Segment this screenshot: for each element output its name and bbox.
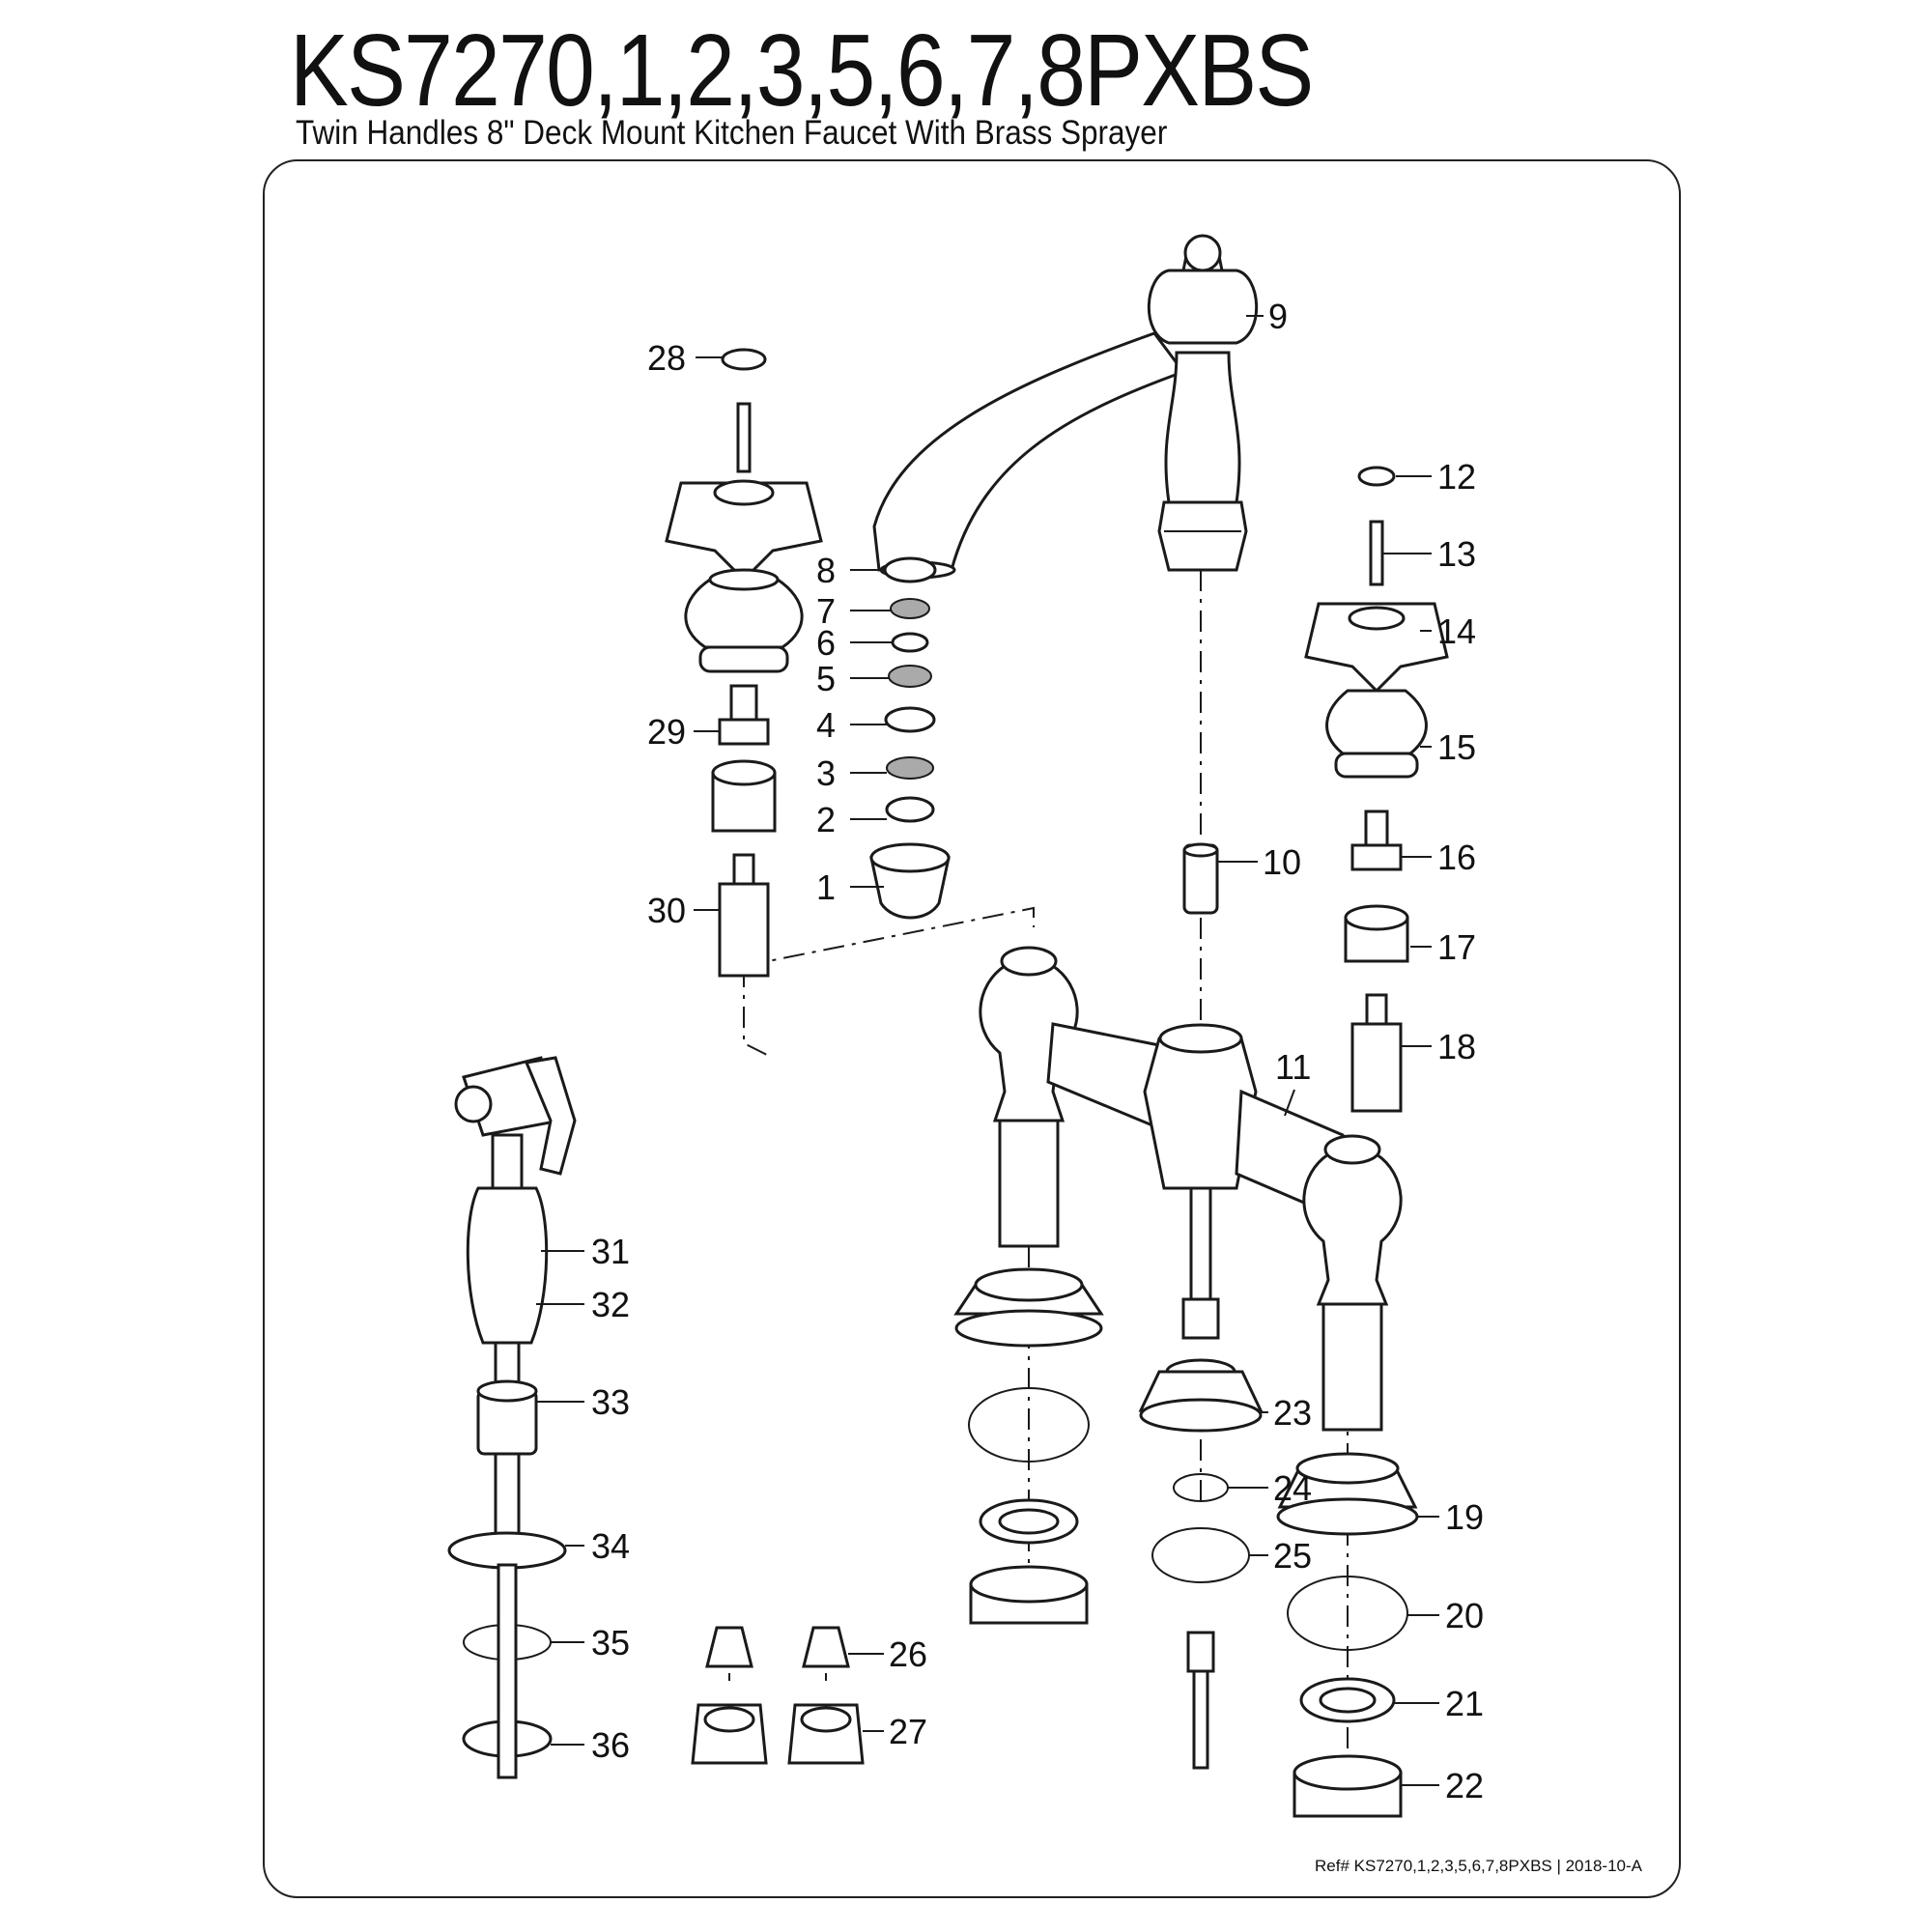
callout-30: 30 <box>647 891 686 930</box>
callout-20: 20 <box>1445 1596 1484 1635</box>
callout-29: 29 <box>647 712 686 752</box>
callout-1: 1 <box>816 867 836 907</box>
callout-31: 31 <box>591 1232 630 1271</box>
left-deck-parts <box>953 1267 1104 1625</box>
callout-3: 3 <box>816 753 836 793</box>
compression-fittings <box>691 1626 865 1765</box>
aerator-stack <box>869 556 951 920</box>
bridge-body <box>979 946 1403 1432</box>
callout-9: 9 <box>1268 297 1288 336</box>
callout-10: 10 <box>1263 842 1301 882</box>
diverter-part <box>1182 842 1219 915</box>
callout-6: 6 <box>816 623 836 663</box>
callout-23: 23 <box>1273 1393 1312 1433</box>
callout-21: 21 <box>1445 1684 1484 1723</box>
diagram-subtitle: Twin Handles 8" Deck Mount Kitchen Fauce… <box>296 114 1168 152</box>
callout-leader-lines <box>536 315 1439 1786</box>
callout-16: 16 <box>1437 838 1476 877</box>
callout-5: 5 <box>816 659 836 698</box>
center-deck-parts <box>1138 1358 1264 1770</box>
callout-12: 12 <box>1437 457 1476 497</box>
callout-11: 11 <box>1275 1047 1311 1087</box>
callout-33: 33 <box>591 1382 630 1422</box>
callout-25: 25 <box>1273 1536 1312 1576</box>
left-handle-assembly <box>665 348 823 978</box>
reference-number: Ref# KS7270,1,2,3,5,6,7,8PXBS | 2018-10-… <box>1315 1857 1642 1875</box>
callout-2: 2 <box>816 800 836 839</box>
callout-8: 8 <box>816 551 836 590</box>
callout-17: 17 <box>1437 927 1476 967</box>
callout-36: 36 <box>591 1725 630 1765</box>
callout-13: 13 <box>1437 534 1476 574</box>
callout-19: 19 <box>1445 1497 1484 1537</box>
callout-35: 35 <box>591 1623 630 1662</box>
callout-34: 34 <box>591 1526 630 1566</box>
callout-28: 28 <box>647 338 686 378</box>
callout-15: 15 <box>1437 727 1476 767</box>
diagram-frame <box>263 159 1681 1898</box>
callout-27: 27 <box>889 1712 927 1751</box>
spout-part <box>872 234 1259 580</box>
callout-14: 14 <box>1437 611 1476 651</box>
sprayer-assembly <box>447 1056 577 1779</box>
callout-18: 18 <box>1437 1027 1476 1066</box>
callout-4: 4 <box>816 705 836 745</box>
diagram-title: KS7270,1,2,3,5,6,7,8PXBS <box>290 14 1314 128</box>
callout-32: 32 <box>591 1285 630 1324</box>
callout-labels: 1 2 3 4 5 6 7 8 9 10 11 12 13 14 15 16 1… <box>591 297 1484 1805</box>
callout-26: 26 <box>889 1634 927 1674</box>
callout-7: 7 <box>816 591 836 631</box>
callout-24: 24 <box>1273 1468 1312 1508</box>
callout-22: 22 <box>1445 1766 1484 1805</box>
right-handle-assembly <box>1304 466 1449 1113</box>
